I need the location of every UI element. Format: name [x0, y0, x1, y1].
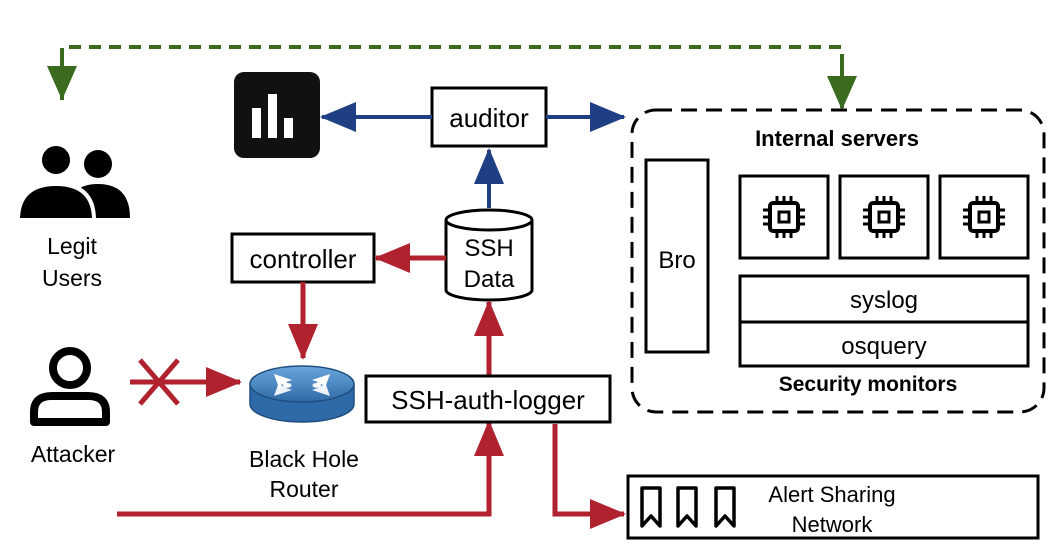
auditor-box: auditor: [430, 86, 548, 148]
attacker-label: Attacker: [31, 441, 116, 467]
alert-sharing-network-box: Alert Sharing Network: [626, 474, 1040, 540]
controller-label: controller: [250, 244, 357, 274]
server-box-3: [938, 174, 1030, 260]
legit-users-label-1: Legit: [47, 233, 97, 259]
router-label-1: Black Hole: [249, 446, 359, 472]
ssh-auth-logger-label: SSH-auth-logger: [391, 385, 585, 415]
router-icon: [249, 365, 355, 423]
osquery-box: osquery: [738, 320, 1030, 368]
ssh-data-label-2: Data: [464, 266, 515, 293]
syslog-label: syslog: [850, 287, 918, 314]
router-label-2: Router: [269, 476, 338, 502]
ssh-data-database: SSH Data: [444, 208, 534, 302]
server-box-1: [738, 174, 830, 260]
internal-servers-container: Internal servers: [630, 108, 1046, 414]
cpu-chip-icon: [863, 196, 905, 238]
bro-box: Bro: [644, 158, 710, 354]
cpu-chip-icon: [963, 196, 1005, 238]
green-dashed-feedback: [47, 45, 857, 110]
controller-box: controller: [230, 232, 376, 284]
ssh-auth-logger-box: SSH-auth-logger: [364, 374, 612, 424]
user-icon: [30, 347, 110, 426]
blue-arrows: [320, 102, 626, 208]
bookmark-icon: [676, 486, 698, 528]
ssh-data-label-1: SSH: [464, 235, 513, 262]
bookmark-icon: [640, 486, 662, 528]
bro-label: Bro: [658, 247, 695, 274]
legit-users-label-2: Users: [42, 265, 102, 291]
alert-sharing-label-1: Alert Sharing: [768, 482, 895, 507]
auditor-label: auditor: [449, 103, 529, 133]
internal-servers-title: Internal servers: [755, 126, 919, 151]
security-monitors-label: Security monitors: [779, 373, 958, 396]
syslog-box: syslog: [738, 274, 1030, 324]
users-icon: [15, 142, 130, 222]
blocked-x-icon: [138, 358, 180, 406]
osquery-label: osquery: [841, 333, 926, 360]
alert-sharing-label-2: Network: [792, 512, 874, 537]
bar-chart-icon: [234, 72, 320, 158]
cpu-chip-icon: [763, 196, 805, 238]
red-arrows: [117, 243, 626, 529]
server-box-2: [838, 174, 930, 260]
bookmark-icon: [714, 486, 736, 528]
